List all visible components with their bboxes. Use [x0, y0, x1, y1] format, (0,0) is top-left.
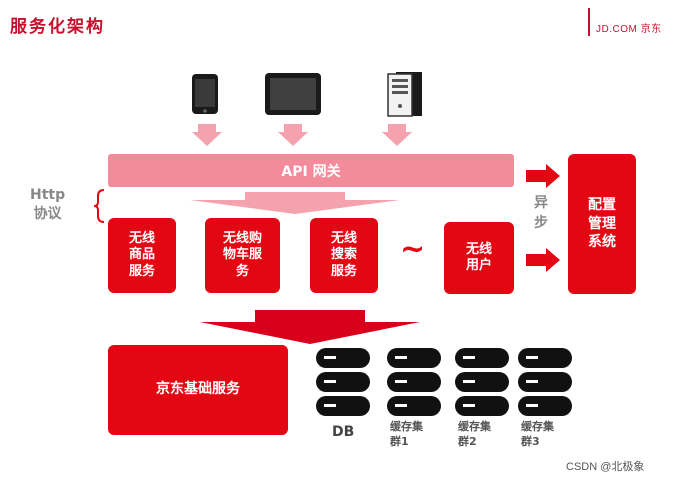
- brand-divider: [588, 8, 590, 36]
- arrow-down-large-icon: [200, 310, 420, 344]
- http-protocol-label: Http 协议: [30, 187, 66, 222]
- brace-icon: [93, 189, 105, 223]
- phone-icon: [192, 74, 218, 114]
- arrow-right-icon: [526, 248, 560, 272]
- async-label: 异 步: [534, 195, 548, 231]
- database-icon: [316, 348, 370, 416]
- brand-logo: JD.COM 京东: [596, 24, 662, 35]
- service-wireless-search: 无线 搜索 服务: [310, 218, 378, 293]
- arrow-down-icon: [278, 124, 308, 146]
- page-title: 服务化架构: [10, 17, 105, 37]
- arrow-down-wide-icon: [190, 192, 400, 214]
- service-wireless-user: 无线 用户: [444, 222, 514, 294]
- store-label-cache-2: 缓存集 群2: [458, 420, 491, 448]
- store-label-db: DB: [332, 424, 355, 440]
- arrow-down-icon: [382, 124, 412, 146]
- tilde-symbol: ~: [400, 232, 426, 267]
- database-icon: [518, 348, 572, 416]
- arrow-right-icon: [526, 164, 560, 188]
- watermark: CSDN @北极象: [566, 461, 645, 473]
- database-icon: [455, 348, 509, 416]
- arrow-down-icon: [192, 124, 222, 146]
- api-gateway-label: API 网关: [281, 163, 341, 180]
- store-label-cache-3: 缓存集 群3: [521, 420, 554, 448]
- store-label-cache-1: 缓存集 群1: [390, 420, 423, 448]
- database-icon: [387, 348, 441, 416]
- config-management-system: 配置 管理 系统: [568, 154, 636, 294]
- jd-base-service: 京东基础服务: [108, 345, 288, 435]
- desktop-tower-icon: [387, 72, 422, 117]
- service-wireless-product: 无线 商品 服务: [108, 218, 176, 293]
- api-gateway: API 网关: [108, 154, 514, 187]
- tablet-icon: [265, 73, 321, 115]
- service-wireless-cart: 无线购 物车服 务: [205, 218, 280, 293]
- jd-base-service-label: 京东基础服务: [156, 381, 240, 398]
